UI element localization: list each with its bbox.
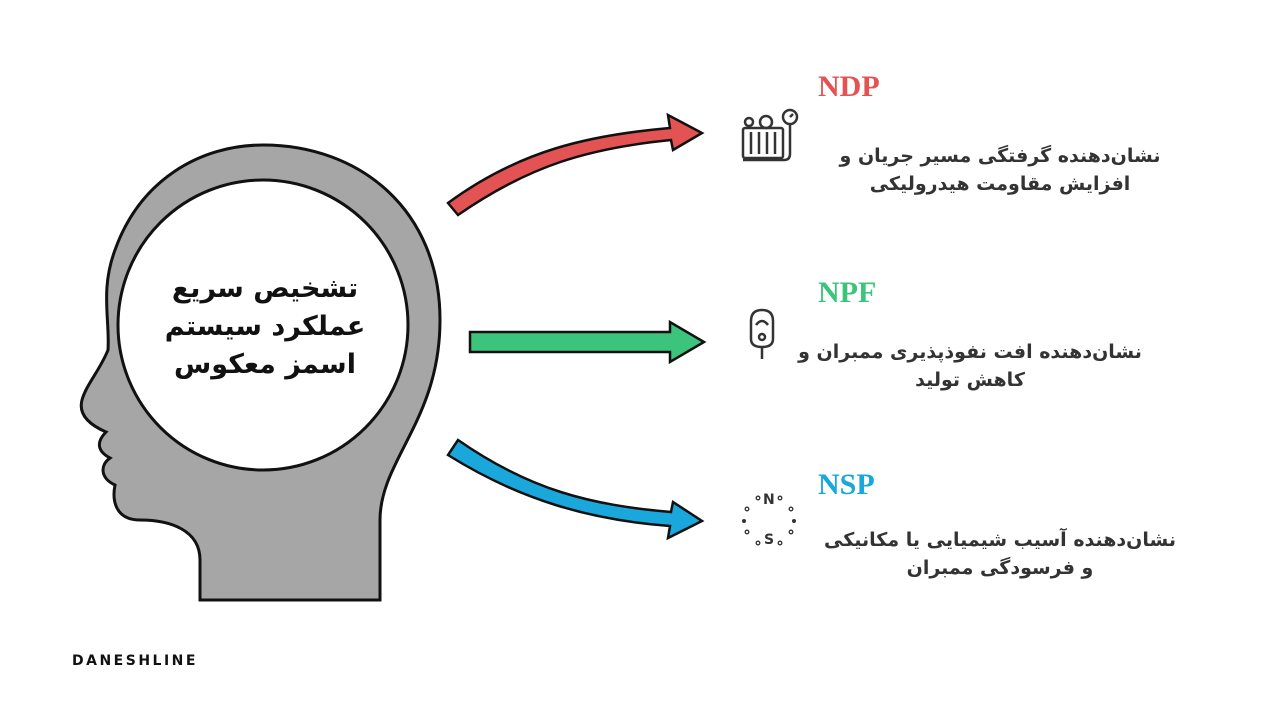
ndp-label: NDP	[818, 70, 880, 103]
compass-icon: N S	[740, 492, 798, 550]
ndp-description: نشان‌دهنده گرفتگی مسیر جریان و افزایش مق…	[790, 142, 1210, 198]
arrow-nsp	[446, 438, 705, 541]
arrow-ndp	[446, 112, 705, 217]
desc-line: کاهش تولید	[915, 369, 1025, 391]
flow-meter-icon	[749, 308, 775, 359]
arrow-npf	[468, 319, 707, 365]
desc-line: و فرسودگی ممبران	[906, 557, 1094, 579]
compass-south: S	[764, 532, 775, 548]
npf-description: نشان‌دهنده افت نفوذپذیری ممبران و کاهش ت…	[760, 338, 1180, 394]
center-line: اسمز معکوس	[174, 349, 356, 380]
desc-line: افزایش مقاومت هیدرولیکی	[869, 173, 1131, 195]
desc-line: نشان‌دهنده آسیب شیمیایی یا مکانیکی	[823, 529, 1177, 551]
center-line: تشخیص سریع	[171, 273, 359, 304]
center-title: تشخیص سریع عملکرد سیستم اسمز معکوس	[150, 270, 380, 384]
desc-line: نشان‌دهنده گرفتگی مسیر جریان و	[839, 145, 1161, 167]
compass-north: N	[763, 492, 775, 508]
center-line: عملکرد سیستم	[164, 311, 366, 342]
npf-label: NPF	[818, 276, 877, 309]
compass-dots	[742, 495, 796, 546]
pressure-gauge-icon	[741, 108, 799, 162]
brand-logo: DANESHLINE	[72, 653, 198, 669]
desc-line: نشان‌دهنده افت نفوذپذیری ممبران و	[798, 341, 1142, 363]
head-inner-circle	[116, 178, 410, 472]
nsp-description: نشان‌دهنده آسیب شیمیایی یا مکانیکی و فرس…	[790, 526, 1210, 582]
nsp-label: NSP	[818, 468, 875, 501]
